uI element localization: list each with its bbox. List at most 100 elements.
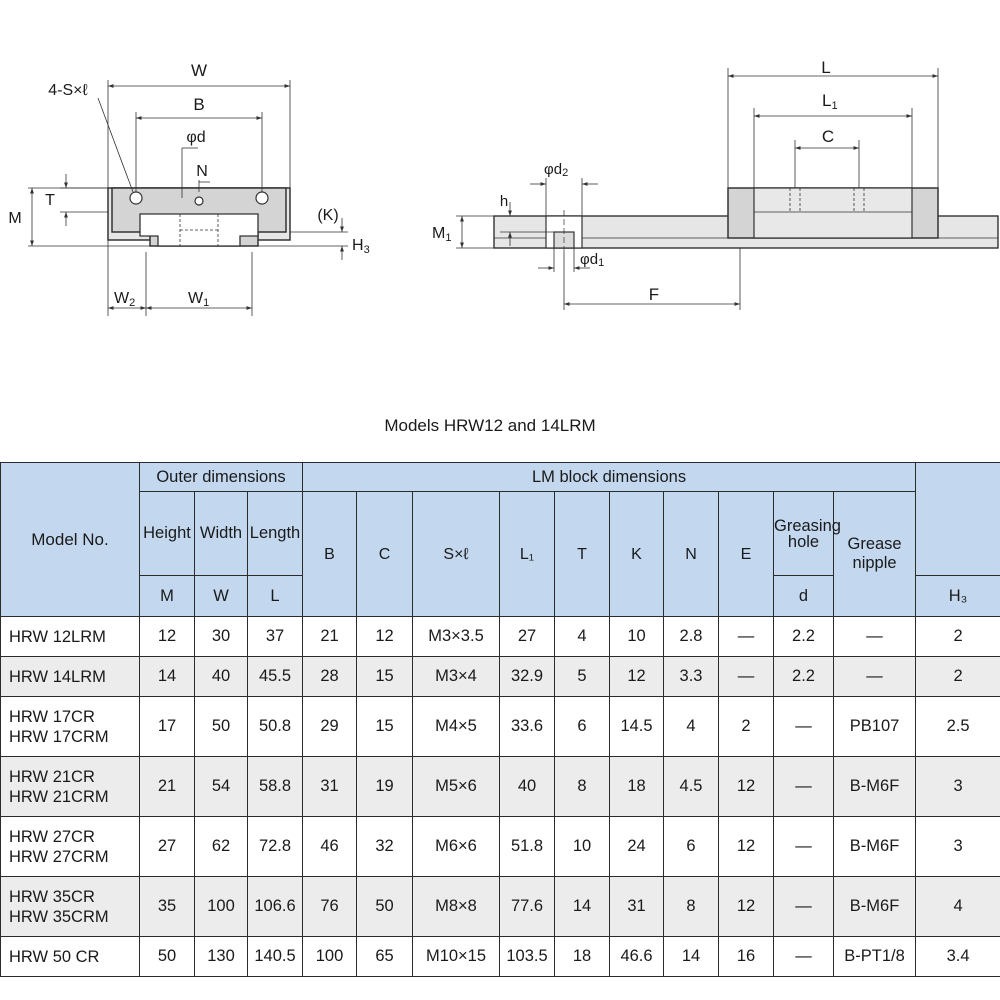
- value-cell: M5×6: [412, 756, 500, 817]
- value-cell: M6×6: [412, 816, 500, 877]
- dim-t-label: T: [45, 192, 55, 209]
- value-cell: 16: [718, 936, 774, 977]
- header-sym-b: B: [302, 491, 357, 617]
- value-cell: 8: [663, 876, 719, 937]
- dim-k-label: (K): [317, 207, 338, 224]
- header-sym-sxl: S×ℓ: [412, 491, 500, 617]
- front-view: [107, 187, 291, 247]
- value-cell: 19: [356, 756, 413, 817]
- value-cell: 37: [247, 616, 303, 657]
- value-cell: —: [773, 756, 834, 817]
- value-cell: 50.8: [247, 696, 303, 757]
- value-cell: 130: [194, 936, 248, 977]
- value-cell: 72.8: [247, 816, 303, 877]
- value-cell: 12: [609, 656, 664, 697]
- value-cell: —: [773, 696, 834, 757]
- dim-phi-d2-label: φd2: [544, 161, 568, 179]
- value-cell: 24: [609, 816, 664, 877]
- value-cell: 50: [139, 936, 195, 977]
- side-view: [493, 187, 999, 252]
- header-sym-m: M: [139, 575, 195, 617]
- value-cell: 12: [718, 756, 774, 817]
- value-cell: 51.8: [499, 816, 555, 877]
- value-cell: 4.5: [663, 756, 719, 817]
- value-cell: 31: [302, 756, 357, 817]
- value-cell: 14: [663, 936, 719, 977]
- value-cell: B-M6F: [832, 756, 917, 817]
- value-cell: 30: [194, 616, 248, 657]
- value-cell: 12: [718, 816, 774, 877]
- dimensions-table: Model No. Outer dimensions LM block dime…: [0, 462, 1000, 977]
- value-cell: 2: [915, 656, 1000, 697]
- dim-h3-label: H3: [352, 237, 370, 256]
- value-cell: 45.5: [247, 656, 303, 697]
- value-cell: 4: [663, 696, 719, 757]
- value-cell: —: [718, 656, 774, 697]
- header-sym-h3: H₃: [915, 575, 1000, 617]
- value-cell: 28: [302, 656, 357, 697]
- value-cell: 40: [499, 756, 555, 817]
- header-model-no: Model No.: [0, 462, 140, 617]
- value-cell: M10×15: [412, 936, 500, 977]
- value-cell: 140.5: [247, 936, 303, 977]
- model-name: HRW 27CRM: [9, 847, 109, 866]
- dim-w2-label: W2: [114, 290, 135, 309]
- value-cell: 2.5: [915, 696, 1000, 757]
- value-cell: 32.9: [499, 656, 555, 697]
- dim-f-label: F: [649, 285, 659, 304]
- value-cell: 76: [302, 876, 357, 937]
- value-cell: 103.5: [499, 936, 555, 977]
- value-cell: 14: [554, 876, 610, 937]
- header-sym-w: W: [194, 575, 248, 617]
- value-cell: 33.6: [499, 696, 555, 757]
- header-height: Height: [139, 491, 195, 576]
- value-cell: —: [832, 616, 917, 657]
- model-name: HRW 35CR: [9, 887, 95, 906]
- model-name: HRW 14LRM: [9, 667, 106, 686]
- value-cell: 35: [139, 876, 195, 937]
- value-cell: PB107: [832, 696, 917, 757]
- header-sym-t: T: [554, 491, 610, 617]
- dim-phi-d1-label: φd1: [580, 251, 604, 269]
- dim-m1-label: M1: [432, 225, 451, 244]
- model-cell: HRW 14LRM: [0, 656, 140, 697]
- value-cell: 29: [302, 696, 357, 757]
- header-length: Length: [247, 491, 303, 576]
- value-cell: 2.8: [663, 616, 719, 657]
- dim-s-label: 4-S×ℓ: [48, 82, 87, 99]
- model-cell: HRW 12LRM: [0, 616, 140, 657]
- value-cell: 2: [915, 616, 1000, 657]
- value-cell: 4: [915, 876, 1000, 937]
- value-cell: 12: [139, 616, 195, 657]
- model-name: HRW 27CR: [9, 827, 95, 846]
- value-cell: 6: [554, 696, 610, 757]
- value-cell: M4×5: [412, 696, 500, 757]
- value-cell: 18: [609, 756, 664, 817]
- value-cell: —: [832, 656, 917, 697]
- value-cell: 100: [194, 876, 248, 937]
- value-cell: 10: [609, 616, 664, 657]
- value-cell: 12: [356, 616, 413, 657]
- value-cell: —: [773, 876, 834, 937]
- value-cell: 58.8: [247, 756, 303, 817]
- value-cell: 17: [139, 696, 195, 757]
- model-name: HRW 21CR: [9, 767, 95, 786]
- value-cell: 40: [194, 656, 248, 697]
- value-cell: B-M6F: [832, 816, 917, 877]
- value-cell: 2.2: [773, 656, 834, 697]
- value-cell: M3×4: [412, 656, 500, 697]
- value-cell: 27: [139, 816, 195, 877]
- value-cell: 10: [554, 816, 610, 877]
- header-sym-n: N: [663, 491, 719, 617]
- model-name: HRW 50 CR: [9, 947, 100, 966]
- dim-b-label: B: [193, 95, 204, 114]
- value-cell: M8×8: [412, 876, 500, 937]
- header-sym-k: K: [609, 491, 664, 617]
